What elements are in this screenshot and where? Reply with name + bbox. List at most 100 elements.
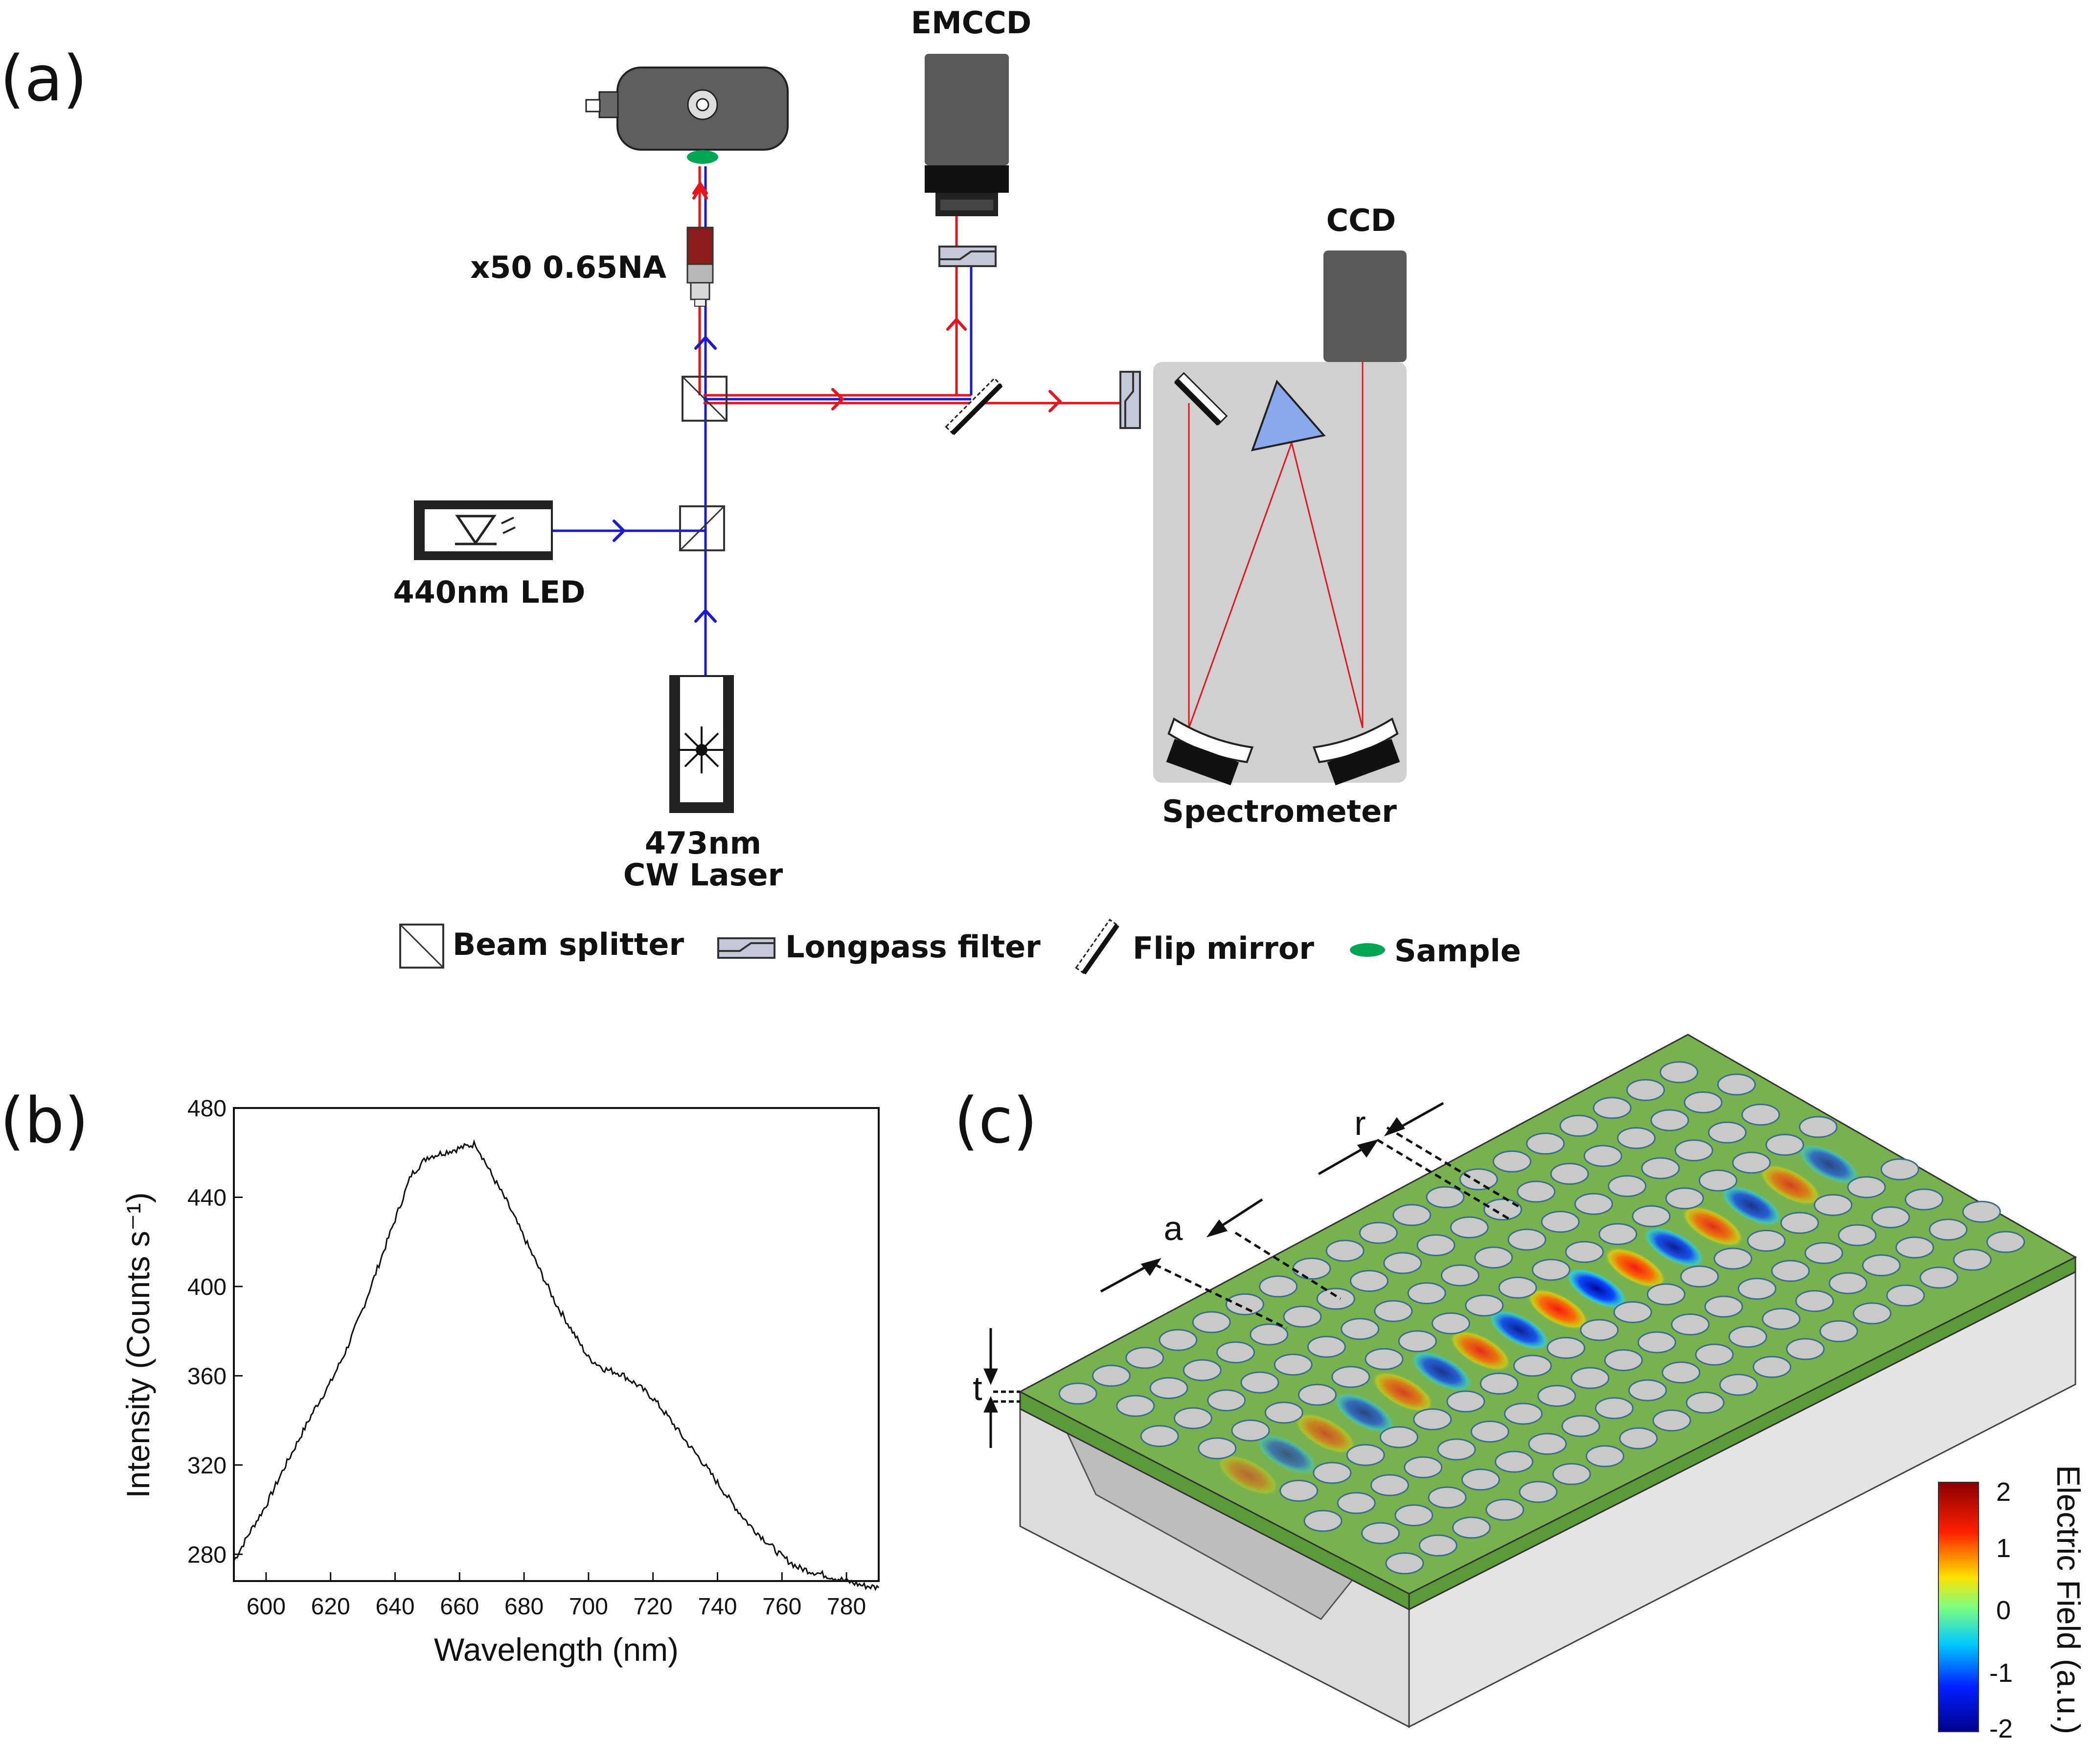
y-tick-label: 320 [187, 1453, 227, 1479]
air-hole [1418, 1534, 1457, 1557]
air-hole [1274, 1354, 1313, 1376]
air-hole [1550, 1163, 1589, 1185]
label-emccd: EMCCD [911, 5, 1032, 41]
field-lobe-negative [1333, 1392, 1395, 1434]
y-tick-label: 480 [187, 1096, 227, 1122]
legend-beam-splitter-label: Beam splitter [453, 927, 684, 962]
air-hole [1385, 1552, 1424, 1575]
label-laser-type: CW Laser [623, 857, 783, 893]
colorbar-tick-minus-2: -2 [1989, 1714, 2013, 1743]
longpass-filter-spectrometer [1119, 371, 1141, 429]
air-hole [1528, 1433, 1567, 1455]
air-hole [1240, 1371, 1279, 1394]
legend-flip-mirror-icon [1075, 919, 1119, 975]
air-hole [1919, 1266, 1958, 1289]
air-hole [1780, 1212, 1819, 1234]
air-hole [1847, 1176, 1886, 1199]
air-hole [1570, 1367, 1610, 1389]
field-lobe-negative [1488, 1309, 1550, 1351]
legend-longpass-filter-label: Longpass filter [785, 929, 1041, 965]
field-lobe-negative [1720, 1185, 1783, 1226]
air-hole [1394, 1504, 1434, 1527]
air-hole [1674, 1139, 1713, 1162]
air-hole [1684, 1091, 1723, 1113]
air-hole [1593, 1097, 1632, 1119]
air-hole [1426, 1186, 1465, 1208]
x-tick-label: 600 [247, 1594, 286, 1620]
air-hole [1341, 1318, 1380, 1340]
x-tick-label: 660 [440, 1594, 479, 1620]
longpass-filter-emccd [938, 246, 997, 267]
air-hole [1594, 1397, 1634, 1420]
label-laser-wavelength: 473nm [645, 825, 761, 861]
y-tick-label: 280 [187, 1542, 227, 1568]
air-hole [1853, 1302, 1891, 1325]
air-hole [1660, 1061, 1699, 1084]
label-r: r [1354, 1104, 1366, 1142]
air-hole [1492, 1150, 1531, 1173]
air-hole [1116, 1395, 1155, 1417]
x-tick-label: 640 [375, 1594, 414, 1620]
air-hole [1680, 1265, 1719, 1288]
legend: Beam splitter Longpass filter Flip mirro… [399, 919, 1521, 975]
air-hole [1886, 1284, 1925, 1307]
dimension-r [1318, 1102, 1523, 1222]
air-hole [1565, 1241, 1604, 1263]
air-hole [1580, 1319, 1619, 1341]
air-hole [1279, 1479, 1319, 1502]
air-hole [1416, 1234, 1456, 1256]
colorbar-tick-minus-1: -1 [1989, 1658, 2013, 1688]
air-hole [1207, 1389, 1246, 1412]
air-hole [1350, 1270, 1388, 1292]
label-ccd: CCD [1326, 203, 1396, 238]
air-hole [1798, 1116, 1838, 1138]
field-lobe-positive [1449, 1330, 1512, 1372]
spectrometer-mirror-right [1312, 717, 1400, 786]
field-lobe-negative [1411, 1351, 1473, 1392]
air-hole [1685, 1391, 1725, 1414]
air-hole [1717, 1073, 1756, 1096]
x-tick-label: 700 [569, 1594, 608, 1620]
beam-splitter-1 [682, 376, 728, 422]
air-hole [1446, 1390, 1485, 1413]
air-hole [1628, 1379, 1667, 1402]
air-hole [1250, 1323, 1289, 1346]
field-lobe-positive [1604, 1247, 1666, 1289]
air-hole [1632, 1205, 1671, 1227]
air-hole [1671, 1313, 1710, 1335]
air-hole [1507, 1228, 1547, 1251]
field-lobe-positive [1217, 1454, 1279, 1496]
x-axis-title: Wavelength (nm) [434, 1631, 679, 1668]
air-hole [1325, 1240, 1365, 1262]
air-hole [1747, 1229, 1786, 1252]
air-hole [1432, 1312, 1470, 1334]
label-a: a [1164, 1209, 1183, 1247]
air-hole [1862, 1254, 1901, 1277]
spectrometer-steering-mirror [1174, 372, 1228, 426]
y-tick-label: 360 [187, 1363, 227, 1389]
air-hole [1547, 1336, 1586, 1359]
air-hole [1795, 1290, 1834, 1312]
air-hole [1583, 1145, 1622, 1167]
air-hole [1292, 1257, 1331, 1280]
y-tick-label: 400 [187, 1274, 227, 1300]
air-hole [1541, 1211, 1580, 1233]
air-hole [1183, 1359, 1222, 1381]
flip-mirror [945, 377, 1003, 435]
air-hole [1398, 1330, 1437, 1353]
air-hole [1626, 1079, 1665, 1101]
field-lobe-positive [1372, 1371, 1434, 1413]
air-hole [1719, 1374, 1758, 1396]
air-hole [1298, 1383, 1337, 1406]
air-hole [1650, 1109, 1689, 1131]
panel-c: (c) r a [954, 1034, 2087, 1743]
air-hole [1465, 1294, 1504, 1317]
air-hole [1313, 1462, 1352, 1484]
air-hole [1699, 1169, 1737, 1192]
air-hole [1604, 1349, 1643, 1371]
air-hole [1092, 1364, 1131, 1387]
air-hole [1504, 1402, 1543, 1425]
air-hole [1485, 1498, 1525, 1521]
x-tick-label: 760 [762, 1594, 801, 1620]
